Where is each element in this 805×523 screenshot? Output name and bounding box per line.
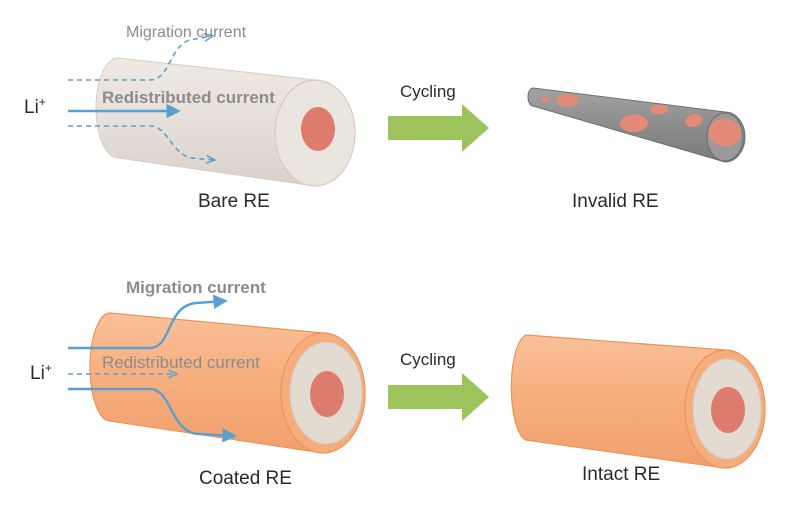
- intact-re-electrode: [510, 334, 766, 469]
- top-cycling-label: Cycling: [400, 82, 456, 101]
- bare-re-caption: Bare RE: [198, 191, 270, 212]
- bare-re-electrode: [95, 57, 356, 187]
- corrosion-spot-2: [619, 114, 649, 133]
- bottom-cycling-label: Cycling: [400, 350, 456, 369]
- invalid-re-electrode: [527, 87, 746, 163]
- coated-re-caption: Coated RE: [199, 468, 292, 489]
- corrosion-spot-5: [708, 119, 741, 147]
- upper-migration-arrow: [68, 294, 228, 350]
- migration-current-arrow: [68, 36, 212, 81]
- lower-migration-arrow-solid: [68, 387, 237, 443]
- intact-re-core: [711, 387, 745, 433]
- corrosion-spot-6: [541, 96, 550, 103]
- corrosion-spot-1: [556, 93, 579, 107]
- bare-re-core: [301, 107, 335, 151]
- intact-re-caption: Intact RE: [582, 464, 660, 485]
- top-row: Li+ Migration current Redistributed curr…: [24, 24, 746, 212]
- corrosion-spot-3: [649, 104, 669, 115]
- bottom-ion-label: Li+: [30, 361, 52, 384]
- top-redistributed-label: Redistributed current: [102, 88, 275, 107]
- lower-migration-arrow: [68, 125, 214, 160]
- bottom-row: Li+ Migration current Redistributed curr…: [30, 278, 766, 489]
- bottom-current-arrows: [68, 294, 237, 443]
- coated-re-core: [310, 371, 344, 417]
- top-migration-label: Migration current: [126, 24, 247, 41]
- bottom-right-arrow-icon: [388, 373, 489, 421]
- top-right-arrow-icon: [388, 104, 489, 152]
- bottom-migration-label: Migration current: [126, 278, 266, 297]
- coated-re-electrode: [89, 312, 366, 454]
- top-current-arrows: [68, 36, 214, 160]
- top-ion-label: Li+: [24, 95, 46, 118]
- invalid-re-caption: Invalid RE: [572, 191, 659, 212]
- bottom-redistributed-label: Redistributed current: [102, 353, 260, 372]
- corrosion-spot-4: [685, 113, 703, 128]
